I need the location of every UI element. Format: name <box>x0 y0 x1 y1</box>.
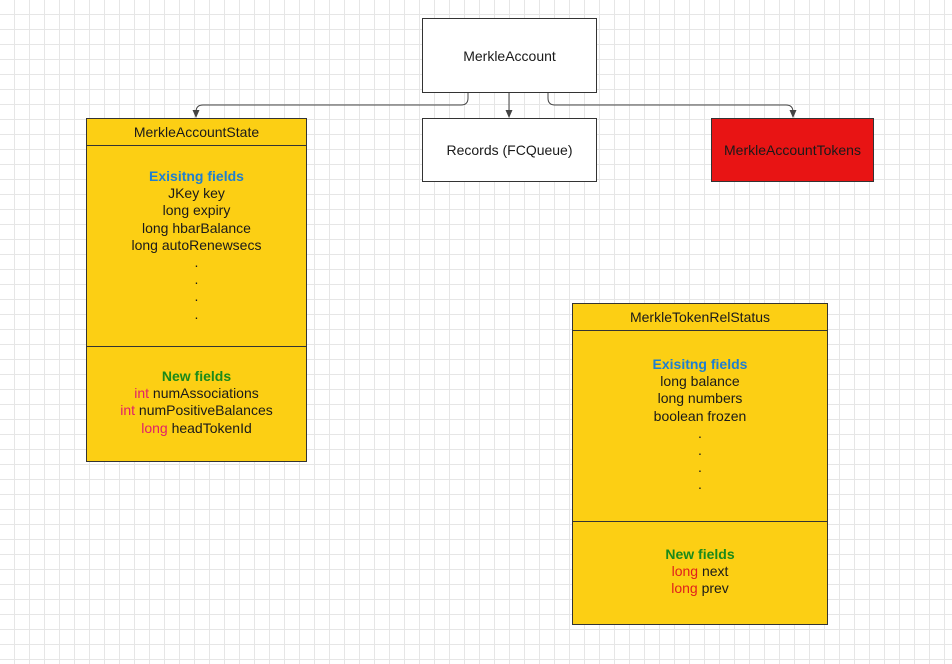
field-type: long <box>141 419 168 436</box>
field: long numbers <box>657 390 743 407</box>
field-name: headTokenId <box>171 419 252 436</box>
new-fields-heading: New fields <box>161 368 232 384</box>
existing-fields-heading: Exisitng fields <box>149 168 244 184</box>
connector-root-to-tokens <box>547 93 794 117</box>
class-title-text: MerkleTokenRelStatus <box>629 309 771 325</box>
ellipsis-dot: . <box>698 442 702 459</box>
existing-fields-section: Exisitng fields JKey key long expiry lon… <box>87 146 306 346</box>
new-field: int numPositiveBalances <box>87 402 306 419</box>
arrowhead-tokens <box>789 110 797 118</box>
existing-fields-heading: Exisitng fields <box>652 356 748 372</box>
merkle-account-state-class[interactable]: MerkleAccountState Exisitng fields JKey … <box>86 118 307 462</box>
class-title-text: MerkleAccountState <box>133 124 260 140</box>
new-fields-section: New fields long next long prev <box>573 521 827 624</box>
records-node[interactable]: Records (FCQueue) <box>422 118 597 182</box>
ellipsis-dot: . <box>194 305 199 322</box>
field: JKey key <box>168 185 225 202</box>
merkle-account-label: MerkleAccount <box>463 47 556 64</box>
field: long balance <box>660 373 740 390</box>
field-name: numPositiveBalances <box>138 402 273 419</box>
new-field: long prev <box>573 580 827 597</box>
ellipsis-dot: . <box>698 476 702 493</box>
field: boolean frozen <box>653 407 747 424</box>
ellipsis-dot: . <box>194 254 199 271</box>
field-name: next <box>701 563 729 580</box>
new-fields-section: New fields int numAssociations int numPo… <box>87 346 306 461</box>
ellipsis-dot: . <box>698 424 702 441</box>
field: long hbarBalance <box>142 219 251 236</box>
arrowhead-records <box>505 110 513 118</box>
field: long autoRenewsecs <box>131 236 262 253</box>
class-title: MerkleTokenRelStatus <box>573 304 827 331</box>
field: long expiry <box>162 202 231 219</box>
class-title: MerkleAccountState <box>87 119 306 146</box>
merkle-account-node[interactable]: MerkleAccount <box>422 18 597 93</box>
arrowhead-state <box>192 110 200 118</box>
existing-fields-section: Exisitng fields long balance long number… <box>573 331 827 521</box>
new-field: long headTokenId <box>87 420 306 437</box>
merkle-account-tokens-label: MerkleAccountTokens <box>724 142 861 158</box>
merkle-token-rel-status-class[interactable]: MerkleTokenRelStatus Exisitng fields lon… <box>572 303 828 625</box>
connector-root-to-state <box>195 93 469 117</box>
ellipsis-dot: . <box>698 459 702 476</box>
new-field: long next <box>573 563 827 580</box>
field-type: int <box>120 402 136 419</box>
records-label: Records (FCQueue) <box>446 142 573 158</box>
new-fields-heading: New fields <box>665 546 735 562</box>
new-field: int numAssociations <box>87 385 306 402</box>
ellipsis-dot: . <box>194 271 199 288</box>
ellipsis-dot: . <box>194 288 199 305</box>
field-name: prev <box>701 580 729 597</box>
merkle-account-tokens-node[interactable]: MerkleAccountTokens <box>711 118 874 182</box>
field-type: long <box>671 580 698 597</box>
field-type: int <box>134 385 150 402</box>
field-name: numAssociations <box>152 385 259 402</box>
field-type: long <box>671 563 699 580</box>
